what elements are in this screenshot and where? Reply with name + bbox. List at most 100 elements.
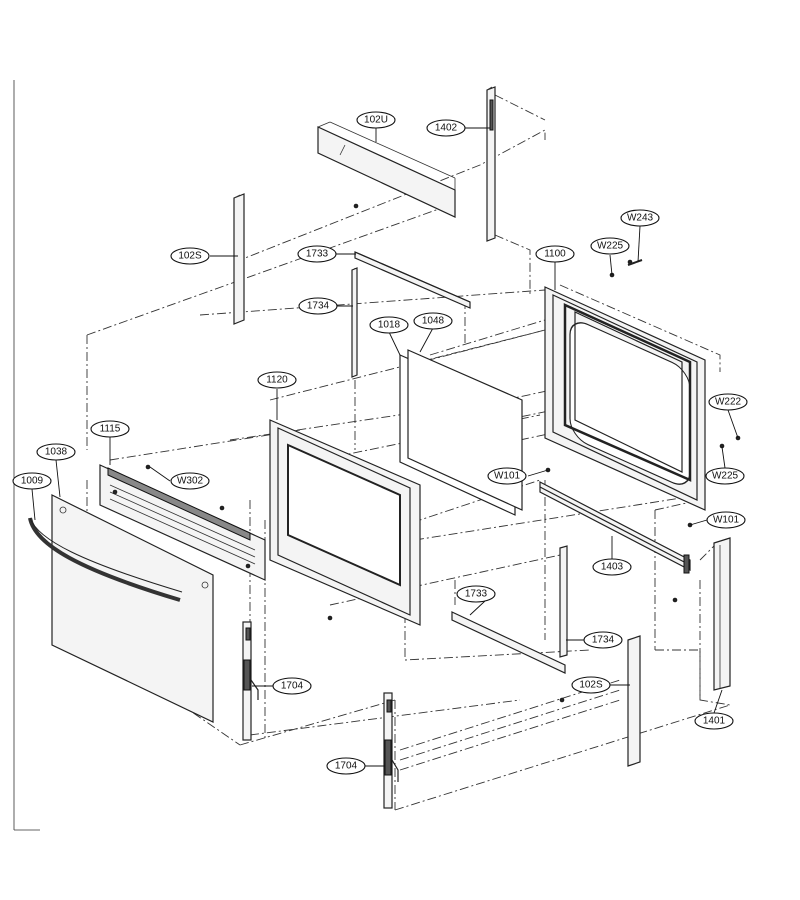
- callout-oval: [369, 316, 409, 334]
- callout-oval: [571, 676, 611, 694]
- callout-1403: 1403: [592, 558, 632, 576]
- callout-oval: [592, 558, 632, 576]
- callout-label: 1120: [266, 375, 288, 386]
- spacer-1734-top: [351, 267, 358, 378]
- callout-1120: 1120: [257, 371, 297, 389]
- callout-w222: W222: [708, 393, 748, 411]
- callout-oval: [590, 237, 630, 255]
- callout-label: W101: [494, 471, 521, 482]
- channel-1733-bottom: [451, 611, 566, 674]
- outer-door-panel-1038: [51, 494, 214, 723]
- callout-1018: 1018: [369, 316, 409, 334]
- callout-oval: [170, 472, 210, 490]
- callout-102u: 102U: [356, 111, 396, 129]
- callout-oval: [257, 371, 297, 389]
- callout-oval: [272, 677, 312, 695]
- callout-w101: W101: [487, 467, 527, 485]
- callout-label: 1734: [592, 635, 615, 646]
- callout-oval: [535, 245, 575, 263]
- callout-102s: 102S: [571, 676, 611, 694]
- callout-oval: [356, 111, 396, 129]
- callout-1115: 1115: [90, 420, 130, 438]
- callout-1038: 1038: [36, 443, 76, 461]
- callout-label: 1038: [45, 447, 68, 458]
- callout-label: 1704: [281, 681, 304, 692]
- callout-w225: W225: [705, 467, 745, 485]
- callout-label: 1401: [703, 716, 726, 727]
- side-trim-102s-top: [233, 193, 245, 325]
- callout-oval: [36, 443, 76, 461]
- callout-label: 1733: [465, 589, 488, 600]
- diagram-frame: [13, 80, 40, 831]
- callout-102s: 102S: [170, 247, 210, 265]
- callout-label: W243: [627, 213, 654, 224]
- callout-label: 102U: [364, 115, 388, 126]
- callout-label: 1048: [422, 316, 445, 327]
- callout-1048: 1048: [413, 312, 453, 330]
- callout-oval: [298, 297, 338, 315]
- callout-1733: 1733: [456, 585, 496, 603]
- callout-label: 102S: [178, 251, 202, 262]
- callout-oval: [326, 757, 366, 775]
- callout-oval: [487, 467, 527, 485]
- callout-label: 1402: [435, 123, 458, 134]
- callout-1704: 1704: [272, 677, 312, 695]
- callout-1100: 1100: [535, 245, 575, 263]
- bolt-w243: [627, 259, 643, 266]
- door-handle-1009: [28, 517, 183, 602]
- door-vent-1115: [99, 464, 266, 581]
- inner-door-frame-1100: [544, 286, 706, 511]
- hinge-1704-left: [242, 621, 259, 741]
- callout-oval: [583, 631, 623, 649]
- callout-oval: [90, 420, 130, 438]
- callout-label: 1704: [335, 761, 358, 772]
- callout-w101: W101: [706, 511, 746, 529]
- callout-label: W101: [713, 515, 740, 526]
- callout-1401: 1401: [694, 712, 734, 730]
- callout-1009: 1009: [12, 472, 52, 490]
- callout-oval: [708, 393, 748, 411]
- callout-label: W225: [597, 241, 624, 252]
- callout-oval: [694, 712, 734, 730]
- hinge-1704-bottom: [383, 692, 399, 809]
- callout-oval: [413, 312, 453, 330]
- callout-oval: [297, 245, 337, 263]
- callout-1734: 1734: [583, 631, 623, 649]
- callout-1734: 1734: [298, 297, 338, 315]
- callout-leaders: [31, 127, 739, 767]
- callout-oval: [456, 585, 496, 603]
- spacer-1734-bottom: [559, 545, 568, 658]
- callout-1704: 1704: [326, 757, 366, 775]
- callout-label: 1734: [307, 301, 330, 312]
- callout-label: W302: [177, 476, 204, 487]
- side-trim-102s-bottom: [627, 635, 641, 767]
- callout-w243: W243: [620, 209, 660, 227]
- callout-oval: [426, 119, 466, 137]
- callout-label: W225: [712, 471, 739, 482]
- screws: [145, 259, 741, 703]
- callout-label: 1115: [100, 424, 121, 435]
- callout-1402: 1402: [426, 119, 466, 137]
- callout-label: W222: [715, 397, 742, 408]
- callout-oval: [706, 511, 746, 529]
- callout-label: 1100: [544, 249, 566, 260]
- callout-label: 1403: [601, 562, 624, 573]
- callout-w225: W225: [590, 237, 630, 255]
- callout-oval: [620, 209, 660, 227]
- door-liner-1120: [269, 419, 421, 626]
- channel-1733-top: [354, 251, 471, 309]
- callout-label: 1009: [21, 476, 44, 487]
- top-trim-102u: [317, 121, 456, 218]
- callout-oval: [705, 467, 745, 485]
- callout-oval: [12, 472, 52, 490]
- callout-w302: W302: [170, 472, 210, 490]
- callout-label: 1733: [306, 249, 329, 260]
- callout-oval: [170, 247, 210, 265]
- lower-bracket-1403: [539, 481, 691, 574]
- hinge-bracket-1402: [486, 86, 496, 242]
- callout-1733: 1733: [297, 245, 337, 263]
- callout-label: 1018: [378, 320, 401, 331]
- screw: [353, 203, 359, 209]
